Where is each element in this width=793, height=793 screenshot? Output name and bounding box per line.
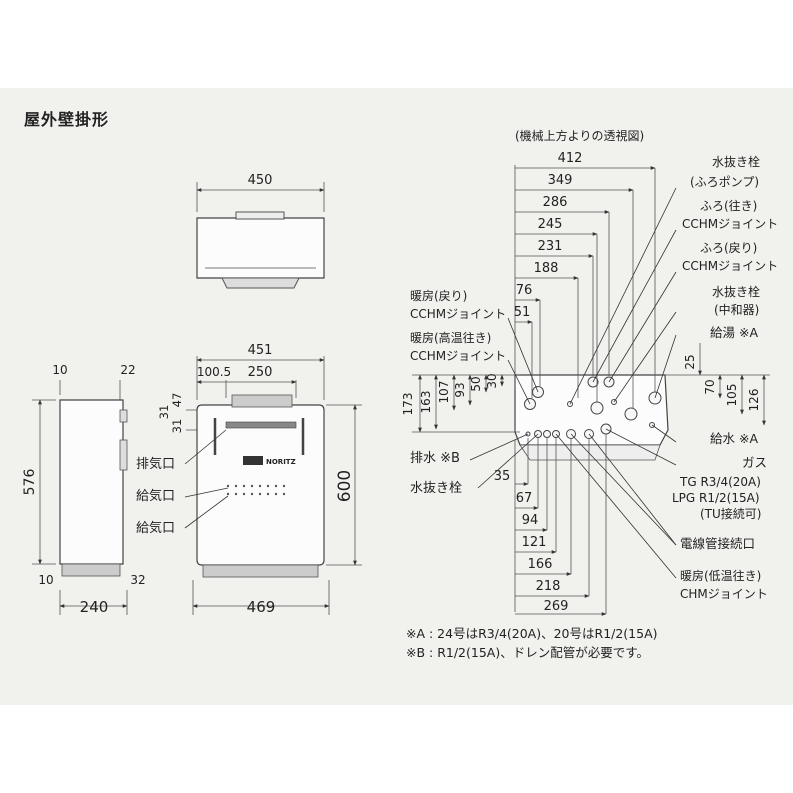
- side-dim-32: 32: [130, 573, 145, 587]
- cchm-joint-label-4: CCHMジョイント: [682, 259, 778, 273]
- lpg-spec-label: LPG R1/2(15A): [672, 491, 760, 505]
- left-dimension-lines: [412, 374, 520, 433]
- dim-25: 25: [683, 354, 697, 369]
- left-leader-lines: [469, 317, 539, 489]
- dim-231: 231: [538, 239, 563, 254]
- front-dim-100-5: 100.5: [197, 365, 231, 379]
- page-title: 屋外壁掛形: [24, 110, 110, 129]
- bottom-dimension-lines: [514, 434, 607, 616]
- side-height-576: 576: [22, 469, 38, 496]
- dim-121: 121: [522, 535, 547, 550]
- drain-valve-neutralizer-label: 水抜き栓: [712, 284, 760, 299]
- dim-105: 105: [725, 384, 739, 407]
- notes: ※A : 24号はR3/4(20A)、20号はR1/2(15A) ※B : R1…: [406, 624, 658, 662]
- dim-349: 349: [548, 173, 573, 188]
- piping-view: (機械上方よりの透視図): [401, 128, 778, 616]
- front-dim-31a: 31: [157, 405, 171, 420]
- dim-166: 166: [528, 557, 553, 572]
- dim-50: 50: [469, 376, 483, 391]
- dim-126: 126: [747, 389, 761, 412]
- brand-logo: NORITZ: [266, 458, 296, 466]
- front-width-469: 469: [247, 598, 276, 616]
- dim-70: 70: [703, 379, 717, 394]
- gas-label: ガス: [742, 455, 767, 470]
- heating-high-supply-label: 暖房(高温往き): [410, 330, 491, 345]
- right-leader-lines: [555, 187, 677, 579]
- side-dim-10-bottom: 10: [38, 573, 53, 587]
- bath-pump-label: (ふろポンプ): [690, 175, 759, 189]
- dim-218: 218: [536, 579, 561, 594]
- tu-connectable-label: (TU接続可): [700, 506, 761, 521]
- dim-35: 35: [494, 469, 511, 484]
- front-dim-31b: 31: [170, 419, 184, 434]
- top-width-label: 450: [248, 173, 273, 188]
- front-dim-250: 250: [248, 365, 273, 380]
- note-b: ※B : R1/2(15A)、ドレン配管が必要です。: [406, 645, 649, 660]
- dim-163: 163: [419, 391, 433, 414]
- front-width-451: 451: [248, 343, 273, 358]
- top-view: 450: [196, 173, 325, 289]
- bath-return-label: ふろ(戻り): [700, 241, 757, 255]
- top-dimension-lines: [514, 165, 656, 408]
- dim-30: 30: [485, 373, 499, 388]
- neutralizer-label: (中和器): [714, 302, 759, 317]
- cchm-joint-label-3: CCHMジョイント: [682, 217, 778, 231]
- drain-label: 排水 ※B: [410, 451, 460, 466]
- side-view: 10 22 576 10 32 240: [22, 363, 146, 616]
- dim-51: 51: [514, 305, 531, 320]
- dim-93: 93: [453, 382, 467, 397]
- conduit-connection-label: 電線管接続口: [680, 536, 755, 551]
- side-dim-10-top: 10: [52, 363, 67, 377]
- water-supply-label: 給水 ※A: [710, 431, 758, 446]
- heating-low-supply-label: 暖房(低温往き): [680, 568, 761, 583]
- drain-valve-label: 水抜き栓: [410, 480, 462, 496]
- tg-spec-label: TG R3/4(20A): [679, 475, 761, 489]
- hot-water-label: 給湯 ※A: [710, 325, 758, 340]
- note-a: ※A : 24号はR3/4(20A)、20号はR1/2(15A): [406, 626, 658, 641]
- side-dim-22: 22: [120, 363, 135, 377]
- dim-269: 269: [544, 599, 569, 614]
- front-height-600: 600: [335, 470, 355, 502]
- intake-label-1: 給気口: [136, 488, 175, 504]
- intake-label-2: 給気口: [136, 520, 175, 536]
- dim-173: 173: [401, 393, 415, 416]
- dim-107: 107: [437, 381, 451, 404]
- dim-245: 245: [538, 217, 563, 232]
- heating-return-label: 暖房(戻り): [410, 288, 467, 303]
- cchm-joint-label-1: CCHMジョイント: [410, 307, 506, 321]
- piping-caption: (機械上方よりの透視図): [515, 128, 644, 143]
- front-view: 451 100.5 250 31 47 31 NORITZ: [136, 343, 362, 616]
- right-dimension-lines: [665, 343, 770, 426]
- dim-67: 67: [516, 491, 533, 506]
- front-dim-47: 47: [170, 393, 184, 408]
- dim-188: 188: [534, 261, 559, 276]
- chm-joint-label: CHMジョイント: [680, 587, 768, 601]
- drain-valve-pump-label: 水抜き栓: [712, 154, 760, 169]
- dim-94: 94: [522, 513, 539, 528]
- bath-supply-label: ふろ(往き): [700, 198, 757, 213]
- dim-76: 76: [516, 283, 533, 298]
- side-depth-240: 240: [80, 598, 109, 616]
- dim-412: 412: [558, 151, 583, 166]
- exhaust-label: 排気口: [136, 456, 175, 472]
- cchm-joint-label-2: CCHMジョイント: [410, 349, 506, 363]
- dim-286: 286: [543, 195, 568, 210]
